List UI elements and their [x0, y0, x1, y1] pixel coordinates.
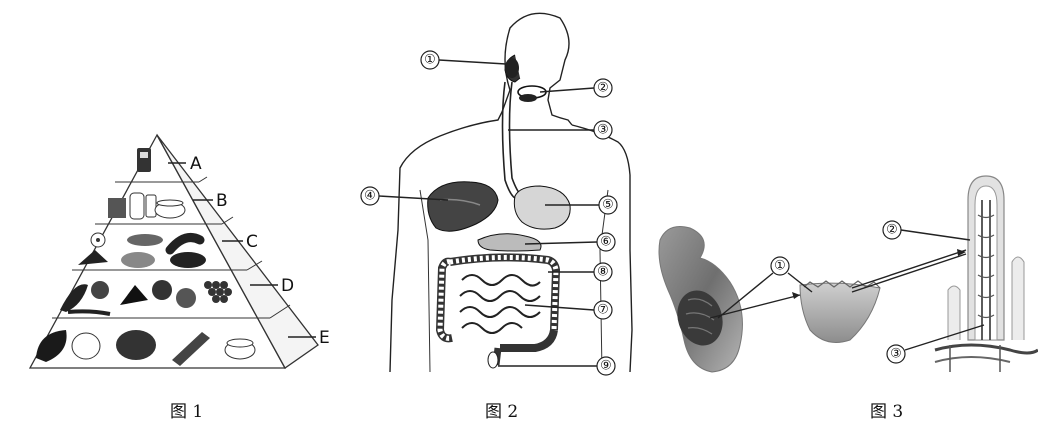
marker-3-label: ③	[597, 123, 609, 138]
level-label-d: D	[281, 276, 294, 296]
marker-1-label: ①	[424, 53, 436, 68]
villus	[935, 176, 1038, 372]
marker-9-label: ⑨	[600, 359, 612, 374]
villus-marker-3-label: ③	[890, 347, 902, 362]
marker-5-label: ⑤	[602, 198, 614, 213]
level-label-a: A	[190, 154, 202, 174]
figure2-caption: 图 2	[485, 402, 518, 422]
marker-2-label: ②	[597, 81, 609, 96]
level-label-e: E	[319, 328, 330, 348]
intestine-villus-diagram: ① ② ③ 图 3	[659, 176, 1038, 422]
digestive-system-diagram: ① ② ③ ④ ⑤ ⑥ ⑧ ⑦ ⑨ 图 2	[361, 13, 632, 422]
level-label-c: C	[246, 232, 258, 252]
villus-marker-2-label: ②	[886, 223, 898, 238]
marker-4-label: ④	[364, 189, 376, 204]
figure1-caption: 图 1	[170, 402, 203, 422]
marker-6-label: ⑥	[600, 235, 612, 250]
tier-a-foods	[137, 148, 151, 172]
figure3-caption: 图 3	[870, 402, 903, 422]
food-pyramid: A B C D E 图 1	[30, 135, 330, 422]
marker-7-label: ⑦	[597, 303, 609, 318]
marker-8-label: ⑧	[597, 265, 609, 280]
villus-marker-1-label: ①	[774, 259, 786, 274]
level-label-b: B	[216, 191, 228, 211]
small-intestine	[460, 275, 540, 333]
